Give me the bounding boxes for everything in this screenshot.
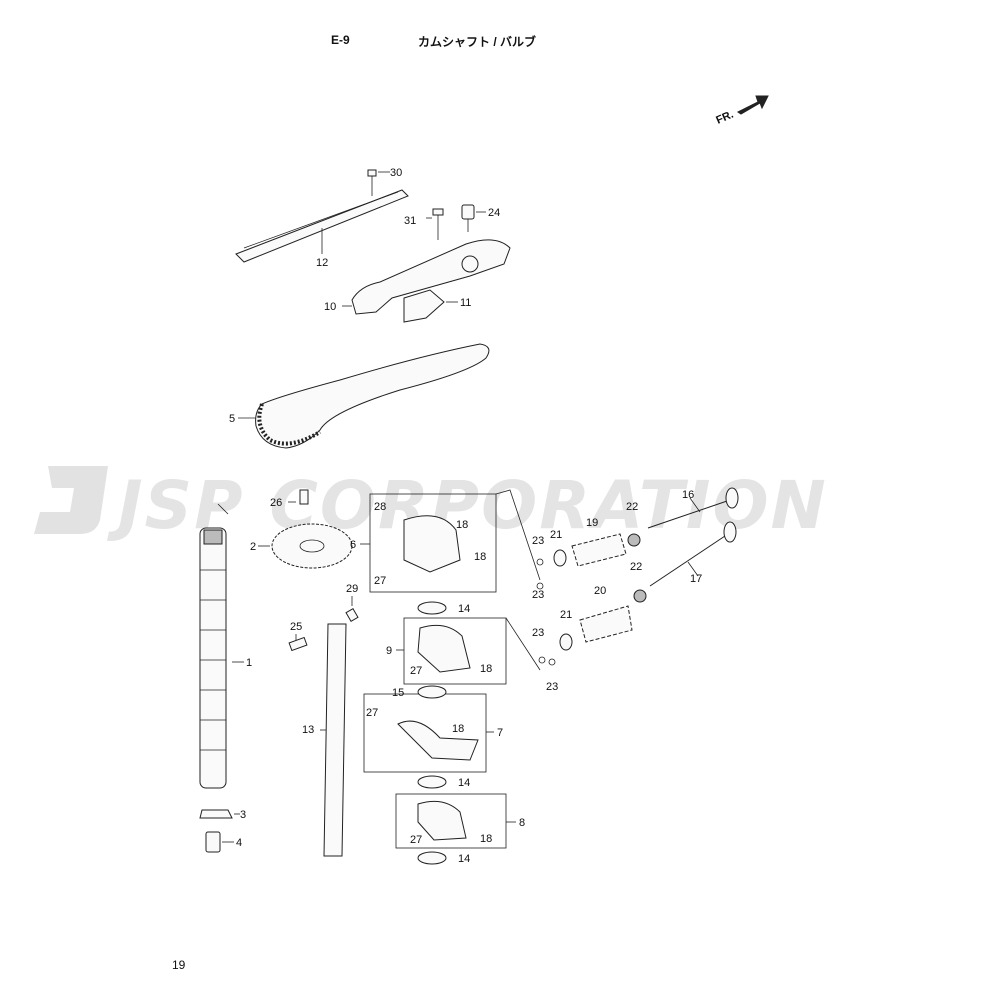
page-number: 19 [172, 958, 186, 972]
callout-6: 6 [350, 539, 356, 551]
part-plug [205, 831, 234, 853]
callout-21-a: 21 [550, 529, 562, 541]
callout-7: 7 [497, 727, 503, 739]
callout-23-a: 23 [532, 535, 544, 547]
callout-2: 2 [250, 541, 256, 553]
watermark-logo: JSP CORPORATION [34, 466, 828, 544]
callout-21-b: 21 [560, 609, 572, 621]
callout-27-a: 27 [374, 575, 386, 587]
callout-8: 8 [519, 817, 525, 829]
callout-16: 16 [682, 489, 694, 501]
callout-18-d: 18 [452, 723, 464, 735]
callout-18-e: 18 [480, 833, 492, 845]
callout-23-c: 23 [532, 627, 544, 639]
front-direction-marker: FR. [714, 95, 769, 127]
watermark-text: JSP CORPORATION [107, 467, 828, 544]
callout-13: 13 [302, 724, 314, 736]
part-rocker-arm-group-9 [396, 617, 541, 685]
callout-12: 12 [316, 257, 328, 269]
callout-5: 5 [229, 413, 235, 425]
callout-22-a: 22 [626, 501, 638, 513]
part-rocker-arm-group-6 [360, 489, 541, 593]
fr-label: FR. [714, 109, 735, 127]
part-thrust-plate [199, 809, 240, 819]
diagram-code: E-9 [331, 33, 350, 47]
part-cam-sprocket [258, 489, 353, 569]
part-chain-tensioner [342, 204, 511, 323]
part-valve-assembly [536, 487, 739, 666]
callout-20: 20 [594, 585, 606, 597]
callout-31: 31 [404, 215, 416, 227]
part-shims [417, 601, 447, 865]
callout-22-b: 22 [630, 561, 642, 573]
callout-14-c: 14 [458, 853, 470, 865]
callout-9: 9 [386, 645, 392, 657]
callout-18-b: 18 [474, 551, 486, 563]
part-rocker-shaft [288, 596, 359, 857]
callout-labels: 1 2 3 4 5 6 7 8 9 10 11 12 13 14 15 14 1… [229, 167, 702, 865]
callout-23-d: 23 [546, 681, 558, 693]
callout-14-b: 14 [458, 777, 470, 789]
part-rocker-arm-group-8 [395, 793, 516, 849]
part-camshaft [199, 503, 244, 789]
callout-29: 29 [346, 583, 358, 595]
arrow-icon [737, 95, 769, 115]
part-rocker-arm-group-7 [363, 693, 494, 773]
callout-27-d: 27 [410, 834, 422, 846]
callout-4: 4 [236, 837, 242, 849]
callout-27-c: 27 [366, 707, 378, 719]
callout-26: 26 [270, 497, 282, 509]
part-timing-chain [238, 343, 490, 449]
callout-3: 3 [240, 809, 246, 821]
callout-23-b: 23 [532, 589, 544, 601]
part-chain-guide [235, 169, 409, 263]
callout-17: 17 [690, 573, 702, 585]
callout-10: 10 [324, 301, 336, 313]
callout-11: 11 [460, 297, 471, 309]
callout-18-a: 18 [456, 519, 468, 531]
callout-27-b: 27 [410, 665, 422, 677]
callout-24: 24 [488, 207, 500, 219]
callout-1: 1 [246, 657, 252, 669]
callout-28: 28 [374, 501, 386, 513]
callout-19: 19 [586, 517, 598, 529]
callout-25: 25 [290, 621, 302, 633]
diagram-title: カムシャフト / バルブ [418, 35, 537, 49]
callout-15: 15 [392, 687, 404, 699]
callout-18-c: 18 [480, 663, 492, 675]
callout-14-a: 14 [458, 603, 470, 615]
callout-30: 30 [390, 167, 402, 179]
